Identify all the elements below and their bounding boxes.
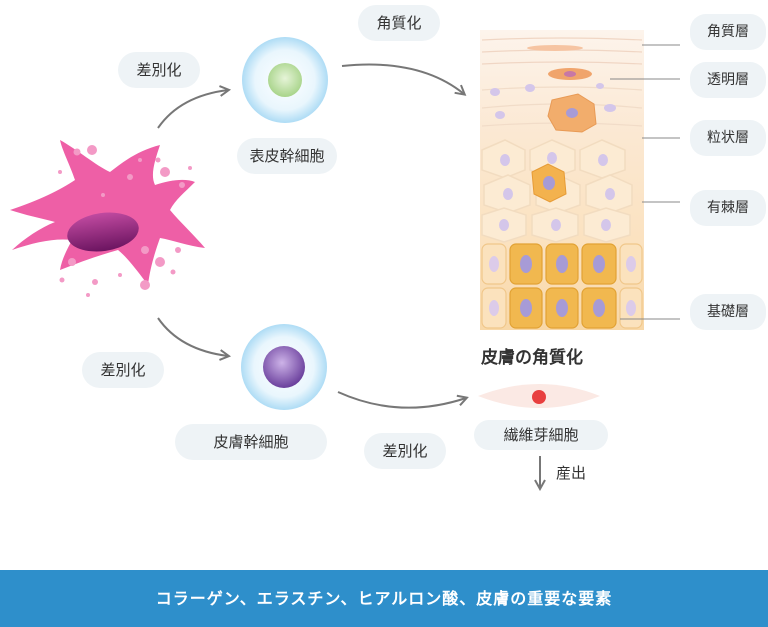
label-dermal-stem-cell: 皮膚幹細胞 — [175, 424, 327, 460]
fibroblast-small-illustration — [478, 384, 600, 408]
layer-label-stratum-granulosum: 粒状層 — [690, 120, 766, 156]
fibroblast-cell-illustration — [10, 140, 205, 297]
layer-label-stratum-corneum: 角質層 — [690, 14, 766, 50]
label-differentiation-bottom-left: 差別化 — [82, 352, 164, 388]
label-keratinization-top: 角質化 — [358, 5, 440, 41]
layer-label-stratum-basale: 基礎層 — [690, 294, 766, 330]
layer-leader-lines — [610, 44, 680, 320]
arrows — [157, 63, 540, 488]
layer-label-stratum-spinosum: 有棘層 — [690, 190, 766, 226]
dermal-stem-cell-illustration — [241, 324, 327, 410]
label-skin-keratinization: 皮膚の角質化 — [481, 348, 583, 368]
label-epidermal-stem-cell: 表皮幹細胞 — [237, 138, 337, 174]
skin-layers-illustration — [480, 30, 644, 330]
label-produce: 産出 — [556, 464, 587, 482]
label-differentiation-top: 差別化 — [118, 52, 200, 88]
label-fibroblast: 繊維芽細胞 — [474, 420, 608, 450]
label-differentiation-bottom-mid: 差別化 — [364, 433, 446, 469]
epidermal-stem-cell-illustration — [242, 37, 328, 123]
summary-banner: コラーゲン、エラスチン、ヒアルロン酸、皮膚の重要な要素 — [0, 570, 768, 627]
layer-label-stratum-lucidum: 透明層 — [690, 62, 766, 98]
